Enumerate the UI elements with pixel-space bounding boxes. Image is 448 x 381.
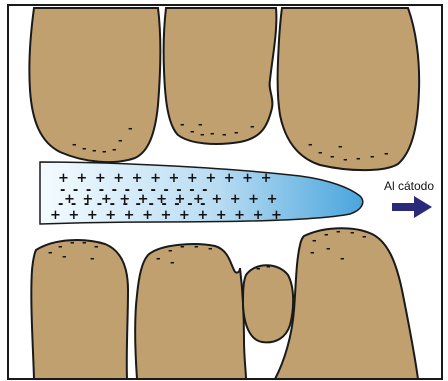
surface-charge: - xyxy=(266,260,271,273)
positive-charges-row-3: + + + + + + + + + + + + + xyxy=(50,208,283,223)
surface-charge: - xyxy=(72,138,77,151)
surface-charge: - xyxy=(350,226,355,239)
surface-charge: - xyxy=(82,236,87,249)
surface-charge: - xyxy=(62,250,67,263)
surface-charge: - xyxy=(94,240,99,253)
surface-charge: - xyxy=(70,236,75,249)
surface-charge: - xyxy=(118,134,123,147)
surface-charge: - xyxy=(324,228,329,241)
surface-charge: - xyxy=(370,150,375,163)
surface-charge: - xyxy=(170,256,175,269)
surface-charge: - xyxy=(356,152,361,165)
surface-charge: - xyxy=(92,144,97,157)
surface-charge: - xyxy=(234,126,239,139)
surface-charge: - xyxy=(180,240,185,253)
surface-charge: - xyxy=(180,118,185,131)
surface-charge: - xyxy=(112,143,117,156)
grain-upper-left xyxy=(29,8,160,162)
surface-charge: - xyxy=(194,240,199,253)
surface-charge: - xyxy=(318,146,323,159)
surface-charge: - xyxy=(82,142,87,155)
surface-charge: - xyxy=(128,122,133,135)
flow-charges: + + + + + + + + + + + + - - - - - - - - … xyxy=(50,171,283,223)
cathode-label: Al cátodo xyxy=(384,179,434,193)
surface-charge: - xyxy=(156,252,161,265)
surface-charge: - xyxy=(190,125,195,138)
surface-charge: - xyxy=(102,145,107,158)
surface-charge: - xyxy=(343,153,348,166)
surface-charge: - xyxy=(210,127,215,140)
surface-charge: - xyxy=(48,246,53,259)
grain-lower-middle xyxy=(135,244,246,379)
surface-charge: - xyxy=(198,118,203,131)
surface-charge: - xyxy=(256,262,261,275)
surface-charge: - xyxy=(362,230,367,243)
grain-upper-right xyxy=(278,8,420,170)
surface-charge: - xyxy=(336,225,341,238)
surface-charge: - xyxy=(90,252,95,265)
surface-charge: - xyxy=(310,246,315,259)
grain-lower-small xyxy=(243,265,293,342)
surface-charge: - xyxy=(208,242,213,255)
arrow-shaft xyxy=(392,203,416,211)
lower-grains xyxy=(31,228,418,379)
surface-charge: - xyxy=(338,140,343,153)
surface-charge: - xyxy=(326,242,331,255)
surface-charge: - xyxy=(340,252,345,265)
surface-charge: - xyxy=(330,150,335,163)
grain-lower-left xyxy=(31,240,128,379)
surface-charge: - xyxy=(384,147,389,160)
surface-charge: - xyxy=(222,128,227,141)
surface-charge: - xyxy=(250,120,255,133)
surface-charge: - xyxy=(308,138,313,151)
